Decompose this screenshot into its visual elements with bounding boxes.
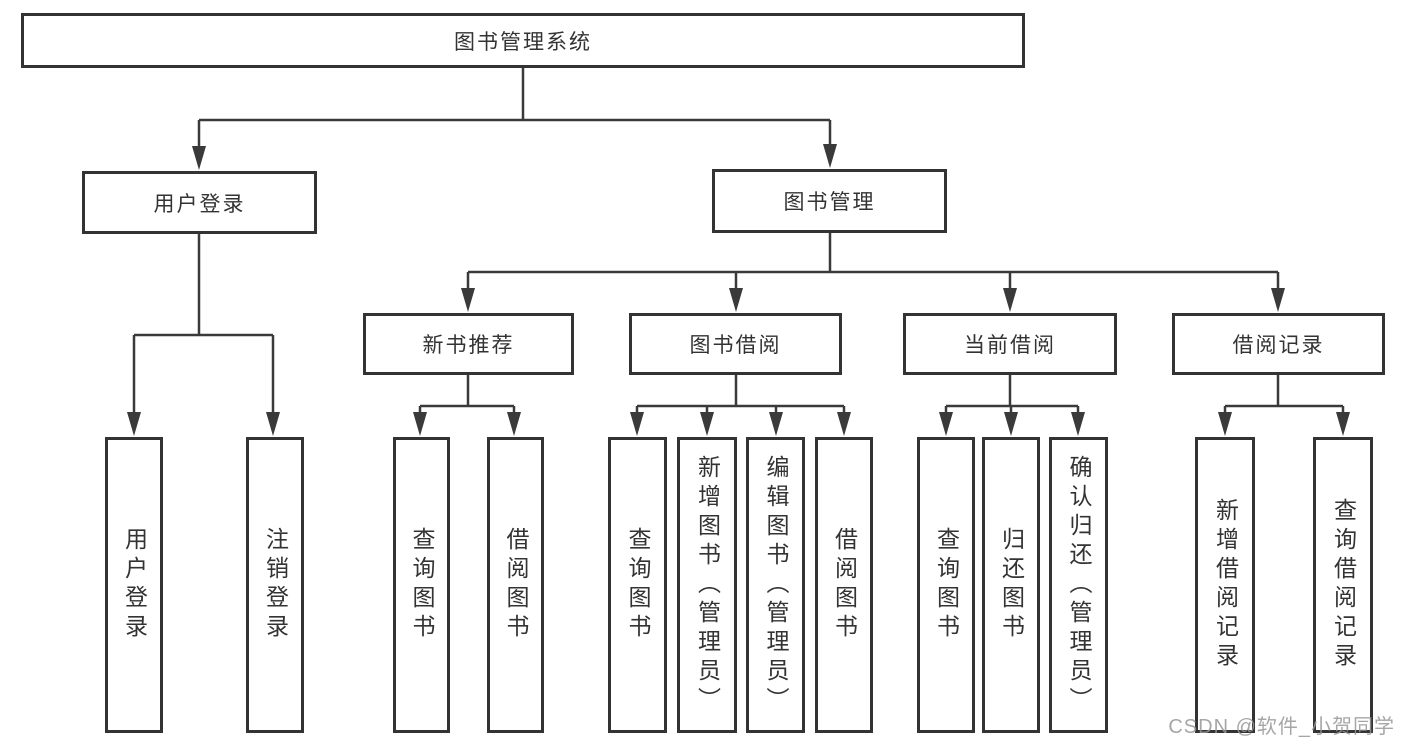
- leaf-user-login: 用户登录: [105, 437, 163, 733]
- node-borrowing-records: 借阅记录: [1172, 313, 1385, 375]
- leaf-user-login-label: 用户登录: [121, 527, 148, 643]
- leaf-add-borrow-record: 新增借阅记录: [1195, 437, 1255, 733]
- leaf-query-books-recommend: 查询图书: [393, 437, 450, 733]
- node-book-borrowing: 图书借阅: [629, 313, 842, 375]
- leaf-query-books-recommend-label: 查询图书: [409, 527, 435, 643]
- leaf-logout: 注销登录: [246, 437, 304, 733]
- node-borrowing-records-label: 借阅记录: [1232, 334, 1325, 357]
- node-current-borrowing-label: 当前借阅: [964, 334, 1056, 357]
- leaf-edit-books-admin: 编辑图书（管理员）: [746, 437, 805, 733]
- node-root: 图书管理系统: [21, 13, 1025, 68]
- node-user-login: 用户登录: [82, 171, 317, 234]
- node-book-management-label: 图书管理: [783, 191, 876, 214]
- leaf-logout-label: 注销登录: [262, 527, 289, 643]
- leaf-return-books-label: 归还图书: [998, 527, 1025, 643]
- node-new-book-recommend: 新书推荐: [363, 313, 574, 375]
- node-book-borrowing-label: 图书借阅: [689, 334, 782, 357]
- leaf-borrow-books-recommend-label: 借阅图书: [503, 527, 529, 643]
- leaf-confirm-return-admin-label: 确认归还（管理员）: [1066, 454, 1092, 716]
- leaf-return-books: 归还图书: [982, 437, 1040, 733]
- node-root-label: 图书管理系统: [454, 30, 592, 54]
- leaf-borrow-books-borrowing: 借阅图书: [815, 437, 873, 733]
- node-current-borrowing: 当前借阅: [903, 313, 1117, 375]
- leaf-confirm-return-admin: 确认归还（管理员）: [1049, 437, 1108, 733]
- csdn-watermark: CSDN @软件_小贺同学: [1168, 716, 1395, 738]
- leaf-add-borrow-record-label: 新增借阅记录: [1212, 498, 1239, 672]
- leaf-query-borrow-record: 查询借阅记录: [1313, 437, 1373, 733]
- leaf-query-borrow-record-label: 查询借阅记录: [1330, 498, 1357, 672]
- leaf-query-books-current: 查询图书: [917, 437, 975, 733]
- leaf-query-books-borrowing-label: 查询图书: [625, 527, 651, 643]
- leaf-query-books-borrowing: 查询图书: [608, 437, 667, 733]
- leaf-borrow-books-borrowing-label: 借阅图书: [831, 527, 858, 643]
- leaf-edit-books-admin-label: 编辑图书（管理员）: [763, 454, 789, 716]
- node-book-management: 图书管理: [712, 169, 947, 233]
- leaf-query-books-current-label: 查询图书: [933, 527, 960, 643]
- node-user-login-label: 用户登录: [153, 192, 246, 216]
- node-new-book-recommend-label: 新书推荐: [422, 334, 515, 357]
- arrowheads: [127, 144, 1350, 436]
- leaf-add-books-admin: 新增图书（管理员）: [677, 437, 737, 733]
- leaf-add-books-admin-label: 新增图书（管理员）: [694, 454, 721, 716]
- leaf-borrow-books-recommend: 借阅图书: [487, 437, 544, 733]
